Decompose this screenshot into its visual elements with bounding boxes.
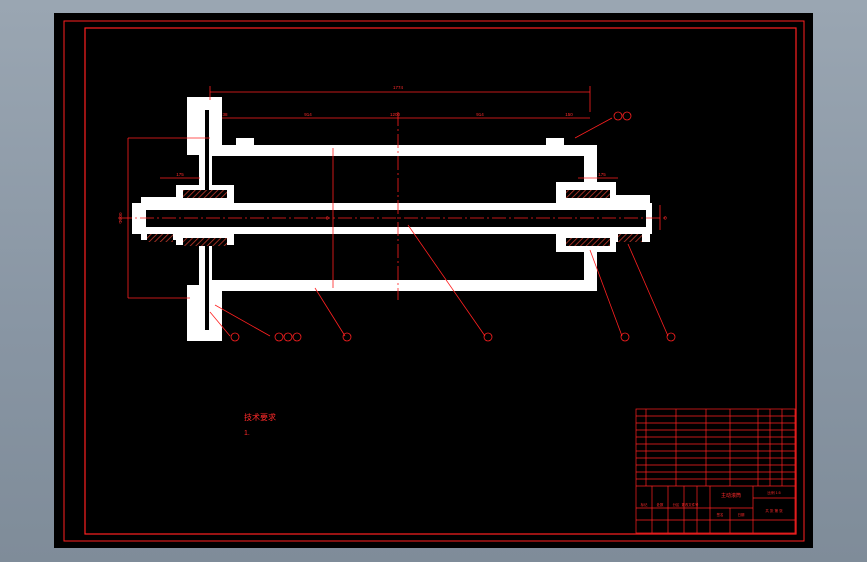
title-row-label: 日期 [738,512,745,517]
dim-right-inset: 150 [565,112,573,117]
drum-shell-bottom [210,280,595,291]
tech-notes-heading: 技术要求 [244,412,276,422]
dim-left-inset: 38 [222,112,228,117]
outer-border [63,20,805,542]
left-flange-top [187,97,222,155]
inner-border [84,27,797,535]
dim-bay-right: 914 [476,112,484,117]
dim-inner-diameter: Φ [325,216,330,220]
title-scale-note: 共 张 第 张 [765,508,783,513]
title-row-label: 处数 [657,502,664,507]
title-sheet-label: 比例 1:5 [767,490,780,495]
boss-left [236,138,254,147]
dimension-lines [127,86,661,299]
leader-lines [209,117,669,337]
title-row-label: 标记 [641,502,648,507]
title-row-label: 更改文件号 [682,502,700,507]
section-voids [146,110,646,330]
dim-right-hub: 175 [598,172,606,177]
centerlines [118,112,665,300]
drum-shell-top [210,145,595,156]
title-row-label: 签名 [717,512,724,517]
tech-notes-line: 1. [244,430,250,437]
left-flange-bottom [187,285,222,341]
bearing-sections [147,190,642,246]
title-row-label: 分区 [673,502,680,507]
dim-overall-length: 1774 [393,85,404,90]
part-balloons [230,111,676,342]
dim-outer-diameter: Φ800 [118,212,123,224]
dim-center: 1200 [390,112,401,117]
dim-left-hub: 175 [176,172,184,177]
dim-shaft-diameter: Φ [663,216,668,220]
title-drawing-name: 主动滚筒 [721,492,741,499]
dim-bay-left: 914 [304,112,312,117]
title-block [635,408,796,534]
boss-right [546,138,564,147]
